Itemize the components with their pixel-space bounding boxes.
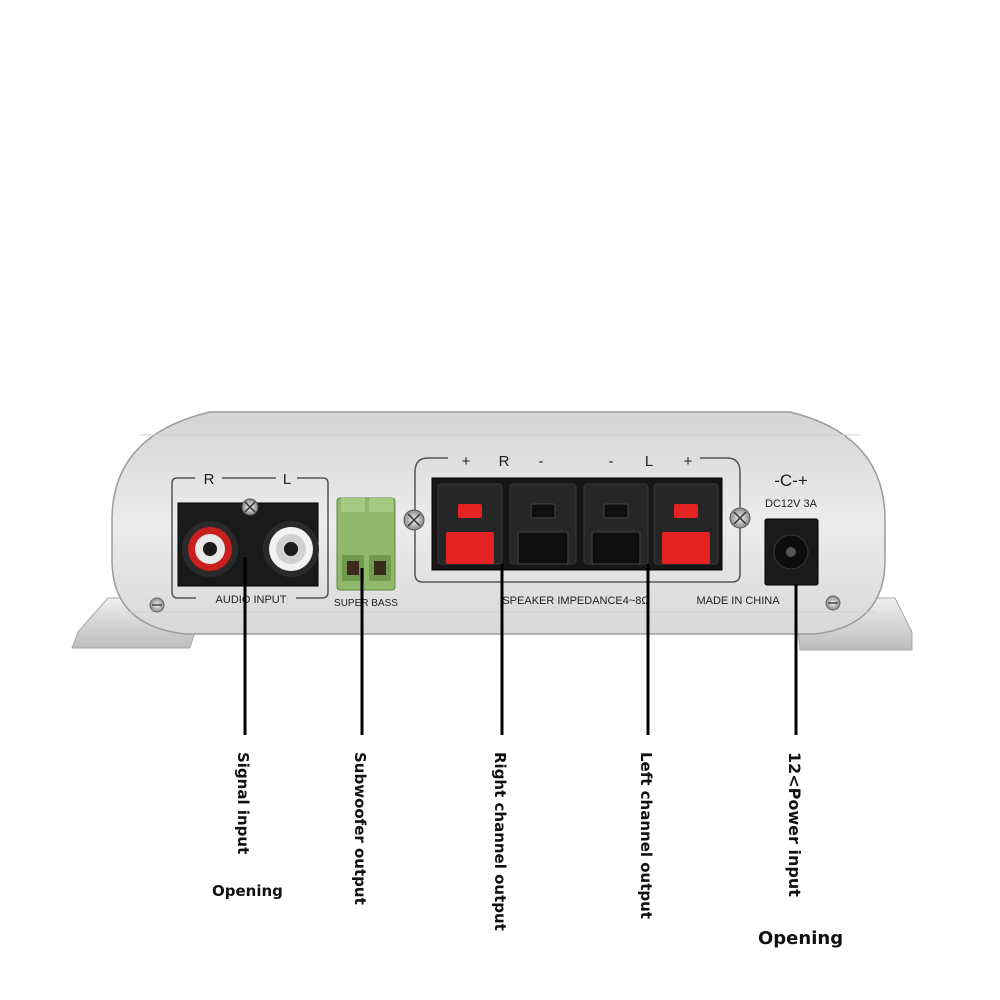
- screw-icon: [403, 509, 425, 531]
- callout-power-opening: Opening: [758, 928, 844, 949]
- screw-icon: [825, 595, 841, 611]
- speaker-terminal-right-plus[interactable]: [437, 483, 503, 565]
- callout-subwoofer-output: Subwoofer output: [351, 752, 369, 905]
- callout-power-input: 12<Power input: [785, 752, 804, 897]
- speaker-terminal-left-plus[interactable]: [653, 483, 719, 565]
- speaker-sign-plus-r: +: [462, 453, 471, 470]
- speaker-sign-labels: + R - - L +: [462, 453, 693, 470]
- speaker-sign-plus-l: +: [684, 453, 693, 470]
- dc-power-jack[interactable]: [764, 518, 819, 586]
- screw-icon: [729, 507, 751, 529]
- speaker-sign-l: L: [645, 453, 653, 470]
- callout-signal-input: Signal input: [234, 752, 252, 855]
- speaker-sign-minus-l: -: [609, 453, 614, 470]
- callout-left-channel-output: Left channel output: [637, 752, 655, 919]
- screw-icon: [241, 498, 259, 516]
- audio-input-r-label: R: [204, 471, 215, 488]
- dc-polarity-symbol: -C-+: [774, 471, 808, 490]
- speaker-sign-r: R: [499, 453, 510, 470]
- speaker-terminal-right-minus[interactable]: [509, 483, 577, 565]
- screw-icon: [149, 597, 165, 613]
- speaker-bracket: [414, 457, 741, 583]
- rca-jack-right-red[interactable]: [182, 521, 238, 577]
- dc-rating-label: DC12V 3A: [765, 498, 818, 510]
- callout-signal-opening: Opening: [212, 882, 283, 900]
- super-bass-label: SUPER BASS: [334, 598, 398, 609]
- audio-input-l-label: L: [283, 471, 291, 488]
- rca-jack-left-white[interactable]: [263, 521, 319, 577]
- audio-input-label: AUDIO INPUT: [216, 594, 287, 606]
- callout-right-channel-output: Right channel output: [491, 752, 509, 931]
- super-bass-terminal[interactable]: [336, 497, 396, 591]
- speaker-impedance-label: SPEAKER IMPEDANCE4~8Ω: [502, 595, 649, 607]
- made-in-label: MADE IN CHINA: [696, 595, 780, 607]
- speaker-terminal-left-minus[interactable]: [583, 483, 649, 565]
- audio-input-bracket: [171, 477, 329, 599]
- speaker-sign-minus-r: -: [539, 453, 544, 470]
